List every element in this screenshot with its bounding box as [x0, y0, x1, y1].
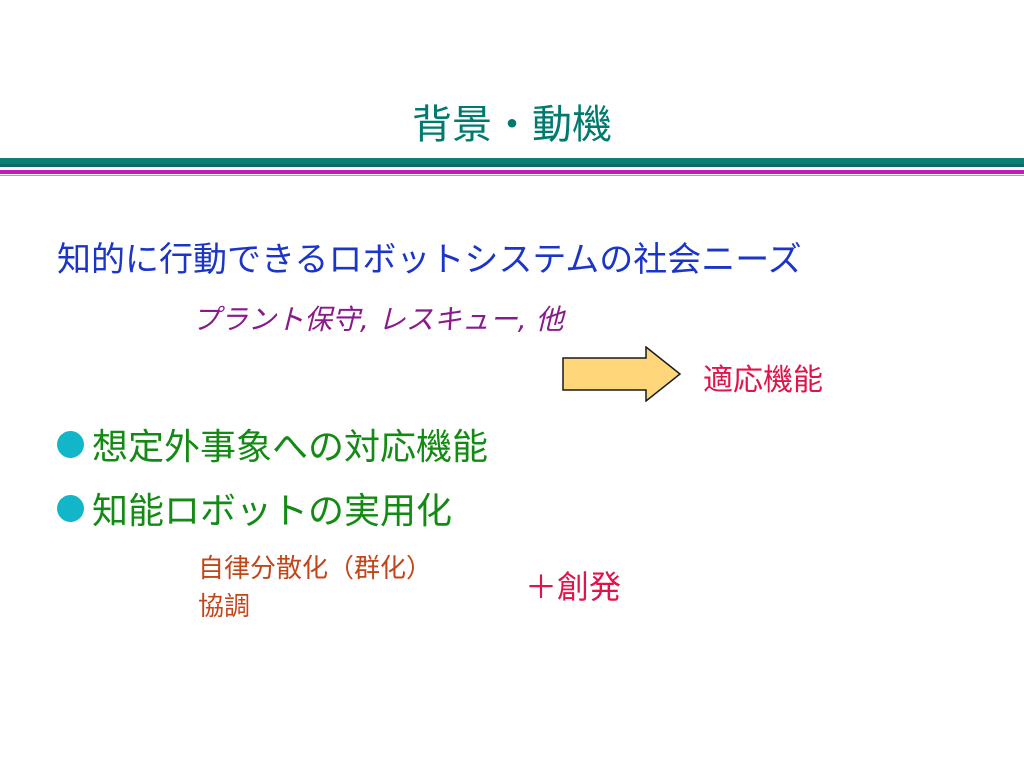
social-needs-heading: 知的に行動できるロボットシステムの社会ニーズ: [57, 240, 802, 280]
sub-item-decentralization: 自律分散化（群化）: [198, 554, 433, 584]
slide-title: 背景・動機: [412, 102, 612, 148]
bullet-text: 想定外事象への対応機能: [92, 427, 489, 468]
bullet-item: 想定外事象への対応機能: [57, 418, 488, 470]
right-arrow-icon: [562, 346, 682, 402]
title-divider-teal-dark: [0, 164, 1024, 167]
examples-text: プラント保守, レスキュー, 他: [192, 303, 564, 336]
bullet-item: 知能ロボットの実用化: [57, 482, 452, 534]
title-divider-magenta-thin: [0, 175, 1024, 176]
bullet-dot-icon: [57, 430, 84, 458]
title-divider-teal: [0, 158, 1024, 164]
emergence-label: ＋創発: [525, 568, 622, 606]
title-divider-magenta: [0, 170, 1024, 174]
bullet-dot-icon: [57, 494, 84, 522]
adaptive-function-label: 適応機能: [703, 363, 823, 398]
bullet-text: 知能ロボットの実用化: [92, 491, 453, 532]
sub-item-cooperation: 協調: [198, 592, 251, 622]
